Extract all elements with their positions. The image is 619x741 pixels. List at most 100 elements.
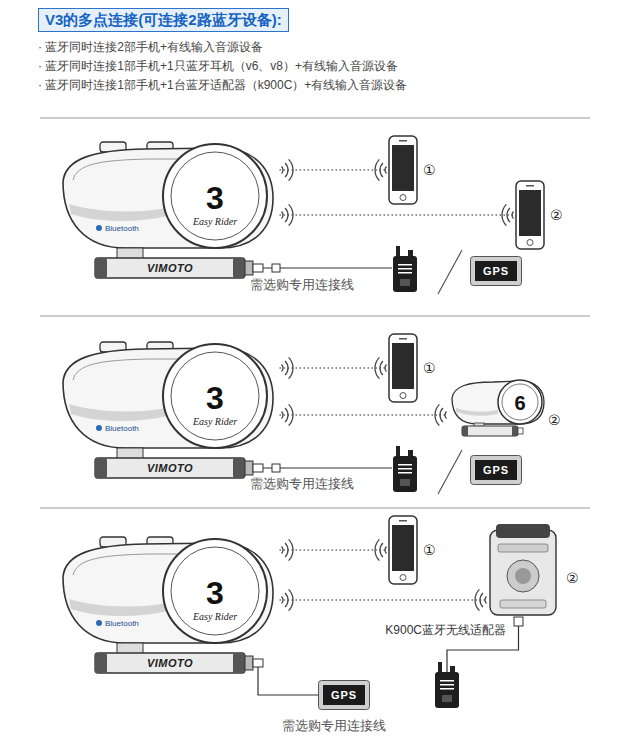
bullet-note: · 蓝牙同时连接2部手机+有线输入音源设备: [38, 40, 263, 54]
signal-waves: [282, 589, 293, 610]
gps-screen: [475, 261, 517, 281]
phone-figure: [389, 334, 417, 402]
gps-case: [319, 681, 370, 710]
signal-waves: [375, 159, 386, 180]
unit-number: 3: [206, 180, 224, 217]
bluetooth-adapter: ②K900C蓝牙无线适配器: [488, 522, 583, 617]
brand-name: VIMOTO: [147, 262, 193, 274]
alternative-slash: [438, 450, 462, 494]
unit-number: 3: [206, 380, 224, 417]
unit-number: 3: [206, 575, 224, 612]
phone-drawing: [388, 135, 418, 205]
cable-plug: [272, 464, 280, 472]
gps-box: GPS: [318, 680, 370, 710]
phone-figure: [516, 181, 544, 249]
headset-unit-small-drawing: [448, 378, 548, 438]
gps-box: GPS: [470, 455, 522, 485]
phone-drawing: [515, 180, 545, 250]
panel-separator: [40, 316, 590, 317]
signal-waves: [282, 539, 293, 560]
walkie-talkie: [393, 446, 417, 492]
gps-box: GPS: [470, 256, 522, 286]
unit-number: 6: [514, 392, 525, 415]
signal-waves: [375, 539, 386, 560]
cable-note: 需选购专用连接线: [282, 718, 386, 734]
callout-number: ②: [566, 570, 579, 586]
cable-note: 需选购专用连接线: [250, 476, 354, 492]
headset-unit-small-figure: [452, 380, 544, 436]
headset-unit-drawing: [55, 340, 280, 482]
signal-waves: [435, 404, 446, 425]
model-name: Easy Rider: [193, 611, 237, 622]
signal-waves: [282, 404, 293, 425]
phone: ①: [388, 135, 438, 205]
callout-number: ①: [423, 542, 436, 558]
phone: ①: [388, 515, 438, 585]
headset-unit: 3Bluetooth Easy RiderVIMOTO: [55, 535, 280, 677]
diagram-title: V3的多点连接(可连接2路蓝牙设备):: [38, 8, 289, 32]
bluetooth-link: [280, 549, 388, 550]
phone: ②: [515, 180, 565, 250]
walkie-talkie: [435, 662, 459, 708]
signal-waves: [282, 159, 293, 180]
bluetooth-mark: Bluetooth: [105, 619, 139, 628]
phone-figure: [389, 516, 417, 584]
cable-note: 需选购专用连接线: [250, 277, 354, 293]
signal-waves: [282, 357, 293, 378]
bluetooth-link: [280, 414, 448, 415]
gps-case: [471, 257, 522, 286]
callout-number: ①: [423, 360, 436, 376]
phone: ①: [388, 333, 438, 403]
gps-screen: [323, 685, 365, 705]
signal-waves: [375, 357, 386, 378]
panel-separator: [40, 118, 590, 119]
headset-unit: 3Bluetooth Easy RiderVIMOTO: [55, 140, 280, 282]
callout-number: ②: [550, 207, 563, 223]
bluetooth-link: [280, 599, 488, 600]
walkie-talkie: [393, 246, 417, 292]
headset-unit-figure: [63, 142, 273, 278]
signal-waves: [475, 589, 486, 610]
brand-name: VIMOTO: [147, 657, 193, 669]
gps-case: [471, 456, 522, 485]
bluetooth-mark: Bluetooth: [105, 424, 139, 433]
signal-waves: [282, 204, 293, 225]
audio-cable: [257, 667, 258, 677]
bluetooth-link: [280, 367, 388, 368]
gps-label: GPS: [331, 689, 357, 701]
gps-label: GPS: [483, 464, 509, 476]
gps-label: GPS: [483, 265, 509, 277]
bluetooth-link: [280, 214, 515, 215]
bluetooth-adapter-drawing: [488, 522, 558, 617]
phone-drawing: [388, 333, 418, 403]
model-name: Easy Rider: [193, 216, 237, 227]
bluetooth-mark: Bluetooth: [105, 224, 139, 233]
brand-name: VIMOTO: [147, 462, 193, 474]
device-label: K900C蓝牙无线适配器: [385, 622, 506, 639]
headset-unit: 3Bluetooth Easy RiderVIMOTO: [55, 340, 280, 482]
headset-unit-drawing: [55, 535, 280, 677]
callout-number: ①: [423, 162, 436, 178]
cable-plug: [514, 617, 523, 626]
phone-drawing: [388, 515, 418, 585]
audio-cable: [263, 467, 392, 468]
audio-cable-link: [258, 677, 318, 695]
model-name: Easy Rider: [193, 416, 237, 427]
bluetooth-adapter-figure: [490, 524, 556, 615]
panel-separator: [40, 508, 590, 509]
headset-unit-figure: [63, 342, 273, 478]
phone-figure: [389, 136, 417, 204]
headset-unit-figure: [63, 537, 273, 673]
audio-cable: [263, 267, 392, 268]
signal-waves: [502, 204, 513, 225]
bluetooth-link: [280, 169, 388, 170]
alternative-slash: [438, 250, 462, 294]
headset-unit-small: 6②: [448, 378, 563, 438]
gps-screen: [475, 460, 517, 480]
bullet-note: · 蓝牙同时连接1部手机+1只蓝牙耳机（v6、v8）+有线输入音源设备: [38, 59, 398, 73]
bullet-note: · 蓝牙同时连接1部手机+1台蓝牙适配器（k900C）+有线输入音源设备: [38, 78, 407, 92]
cable-plug: [272, 264, 280, 272]
headset-unit-drawing: [55, 140, 280, 282]
callout-number: ②: [548, 412, 561, 428]
